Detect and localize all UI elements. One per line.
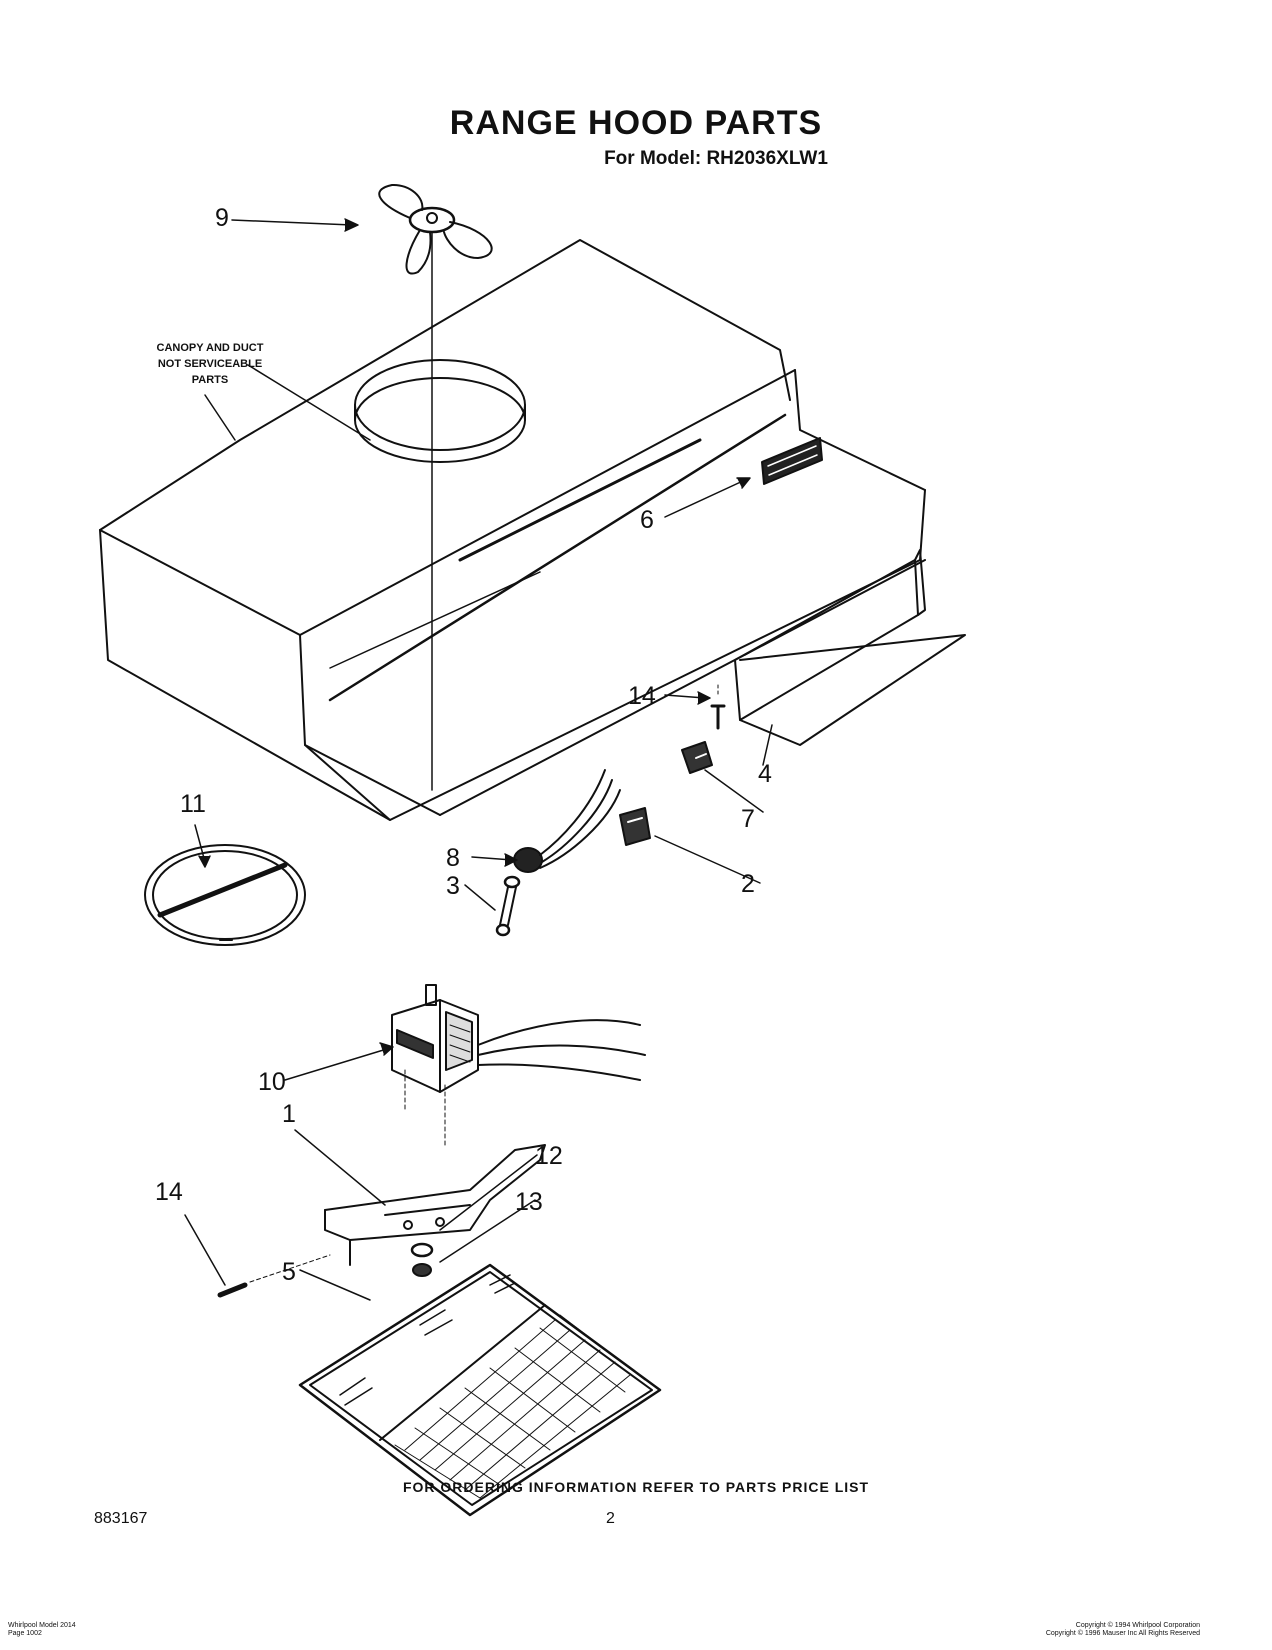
footer-right-line-2: Copyright © 1996 Mauser Inc All Rights R… <box>1045 1630 1200 1637</box>
page-title: RANGE HOOD PARTS <box>449 104 823 142</box>
callout-8: 8 <box>446 844 460 872</box>
label-plate <box>761 437 823 485</box>
callout-2: 2 <box>741 870 755 898</box>
switch <box>619 807 651 846</box>
footer-left-line-1: Whirlpool Model 2014 <box>8 1622 76 1629</box>
callout-13: 13 <box>515 1188 543 1216</box>
leader-lines <box>184 218 773 1301</box>
document-number: 883167 <box>94 1510 148 1527</box>
canopy-note-line-3: PARTS <box>191 374 229 386</box>
wire-connector <box>495 875 521 937</box>
grease-filter <box>298 1263 662 1517</box>
motor <box>391 984 646 1146</box>
canopy-note: CANOPY AND DUCT NOT SERVICEABLE PARTS <box>110 340 310 388</box>
footer-right-line-1: Copyright © 1994 Whirlpool Corporation <box>1075 1622 1200 1629</box>
motor-bracket <box>324 1144 546 1266</box>
duct-collar <box>354 359 526 463</box>
canopy-note-line-2: NOT SERVICEABLE <box>157 358 263 370</box>
callout-12: 12 <box>535 1142 563 1170</box>
canopy-note-line-1: CANOPY AND DUCT <box>156 342 264 354</box>
page-number: 2 <box>606 1510 615 1527</box>
light-cover <box>734 549 966 746</box>
callout-11: 11 <box>180 790 206 818</box>
power-cord <box>513 769 621 873</box>
callout-10: 10 <box>258 1068 286 1096</box>
damper-ring <box>144 844 306 946</box>
callout-4: 4 <box>758 760 772 788</box>
footer-left-line-2: Page 1002 <box>8 1630 42 1637</box>
screw-upper <box>710 684 726 730</box>
fan-blade <box>378 183 493 791</box>
callout-14-lower: 14 <box>155 1178 183 1206</box>
washer-and-nut <box>410 1242 434 1277</box>
callout-1: 1 <box>282 1100 296 1128</box>
hood-canopy <box>99 239 926 821</box>
callout-7: 7 <box>741 805 755 833</box>
callout-9: 9 <box>215 204 229 232</box>
model-subtitle: For Model: RH2036XLW1 <box>604 148 828 169</box>
callout-14-upper: 14 <box>628 682 656 710</box>
light-socket <box>681 741 713 774</box>
callout-5: 5 <box>282 1258 296 1286</box>
callout-6: 6 <box>640 506 654 534</box>
callout-3: 3 <box>446 872 460 900</box>
footer-left-small: Whirlpool Model 2014 Page 1002 <box>8 1622 76 1638</box>
ordering-note: FOR ORDERING INFORMATION REFER TO PARTS … <box>402 1479 870 1495</box>
footer-right-small: Copyright © 1994 Whirlpool Corporation C… <box>960 1622 1200 1638</box>
screw-lower <box>217 1254 331 1298</box>
